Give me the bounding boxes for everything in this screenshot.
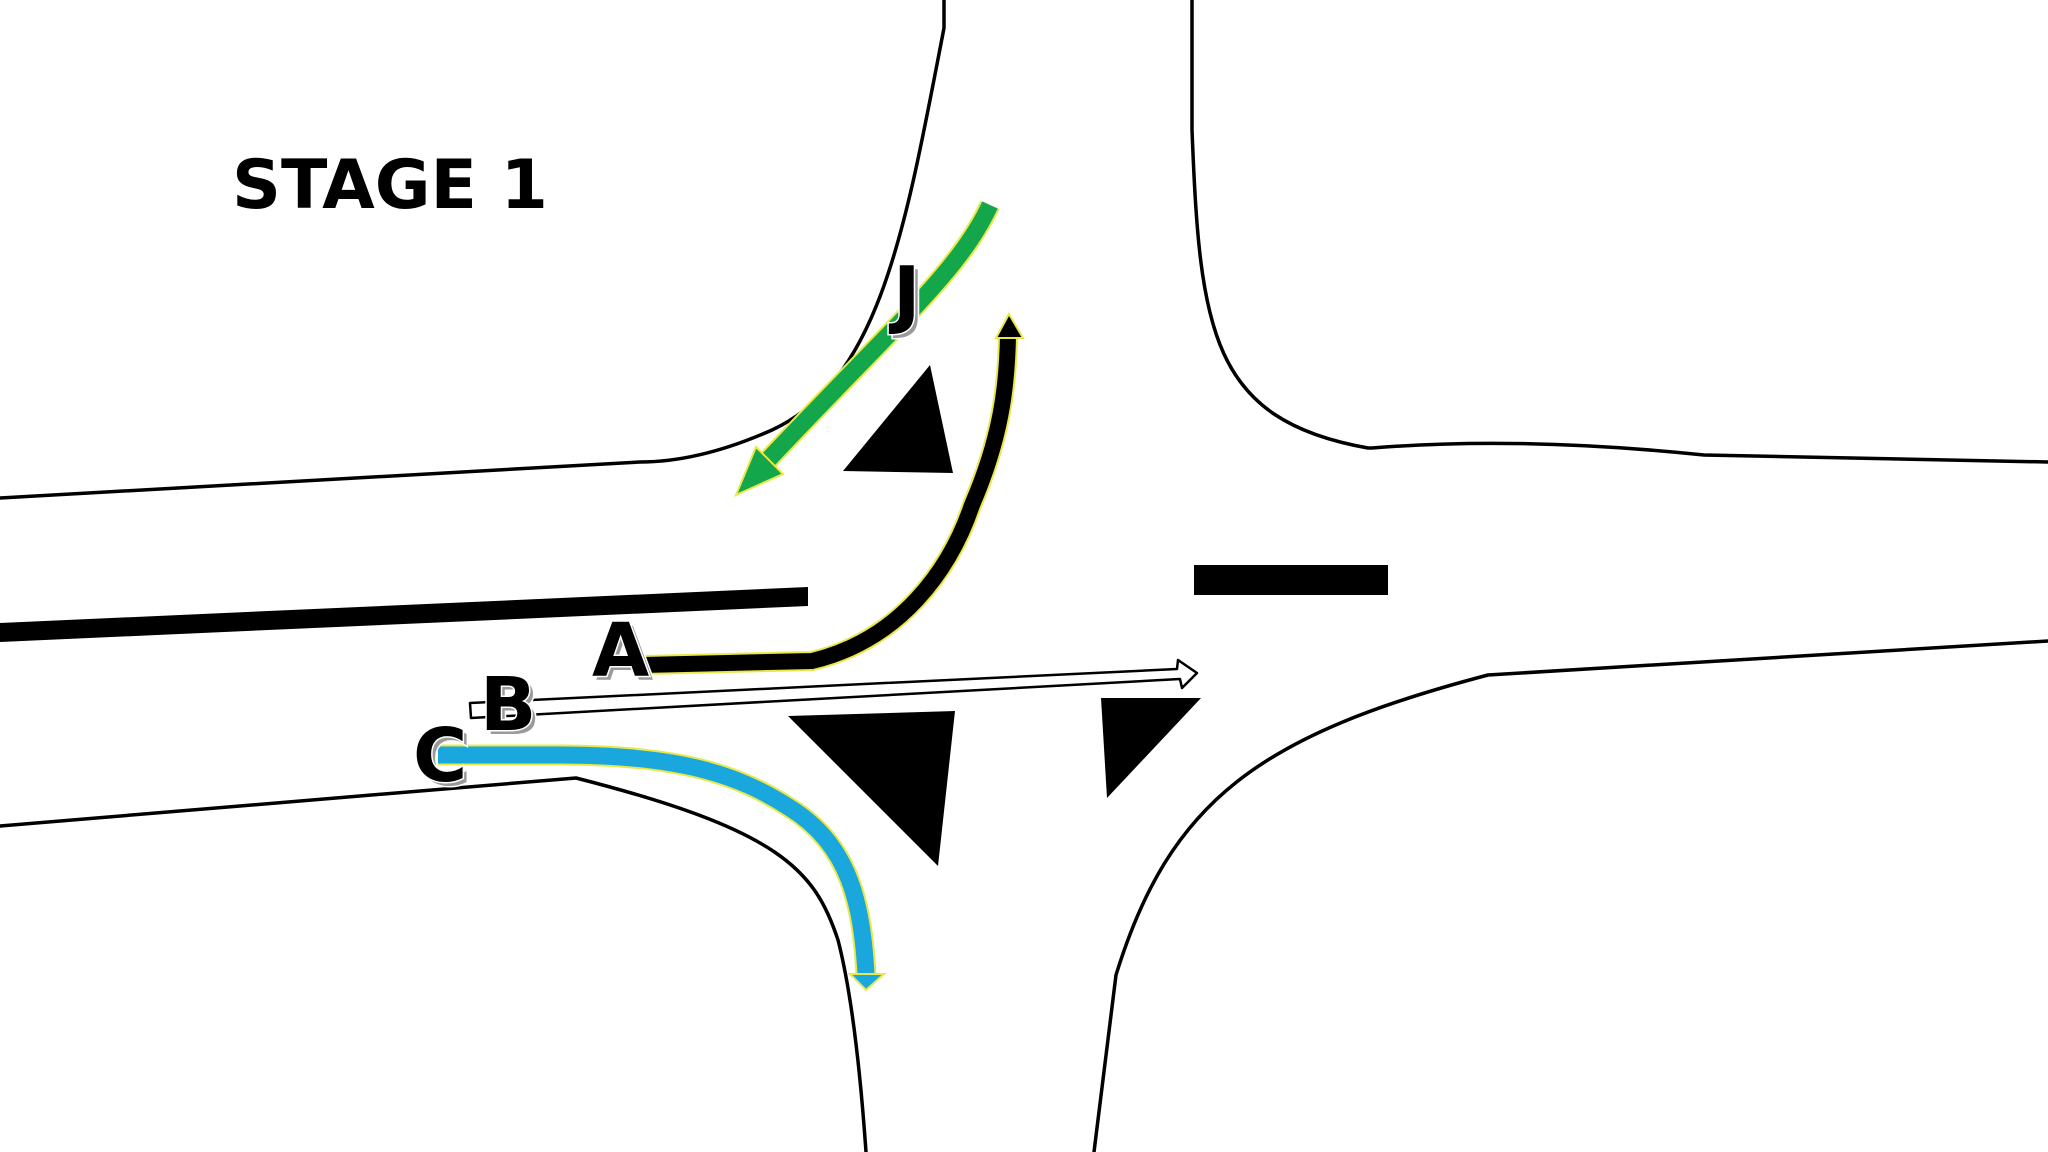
movement-a-arrowhead <box>994 311 1025 339</box>
movement-b-label: B <box>480 662 536 748</box>
stage-title: STAGE 1 <box>232 146 548 225</box>
movement-c-arrow <box>438 744 887 992</box>
movement-j-shaft-inner <box>761 201 998 466</box>
movement-j-label-shadow: J <box>892 255 925 341</box>
north-island <box>843 365 953 473</box>
movement-a-label-shadow: A <box>596 612 653 698</box>
south-east-island <box>1101 698 1201 798</box>
movement-a-arrow <box>642 311 1025 675</box>
west-centre-line <box>0 587 808 642</box>
movement-j-arrow <box>734 200 1000 497</box>
movement-c-label-shadow: C <box>417 717 471 803</box>
road-edge-east-lower <box>1092 639 2048 1152</box>
movement-b-label-shadow: B <box>484 666 540 752</box>
movement-c-label: C <box>413 713 467 799</box>
east-centre-line <box>1194 565 1388 595</box>
movement-b-shape <box>468 658 1199 720</box>
movement-j-arrowhead <box>734 445 785 497</box>
movement-b-arrow <box>468 658 1199 720</box>
road-edge-north-right <box>1190 0 2048 464</box>
movement-a-label: A <box>592 608 649 694</box>
centre-lines <box>0 565 1388 642</box>
movement-a-shaft-inner <box>642 335 1016 673</box>
traffic-islands <box>788 365 1201 866</box>
movement-c-arrowhead <box>847 973 887 992</box>
movement-j-label: J <box>888 251 921 337</box>
south-west-island <box>788 711 955 866</box>
movement-labels: J J A A B B C C <box>412 250 927 805</box>
road-edge-west-lower <box>0 776 868 1152</box>
movement-c-shaft-inner <box>438 746 875 975</box>
movement-c-shaft <box>438 744 877 975</box>
